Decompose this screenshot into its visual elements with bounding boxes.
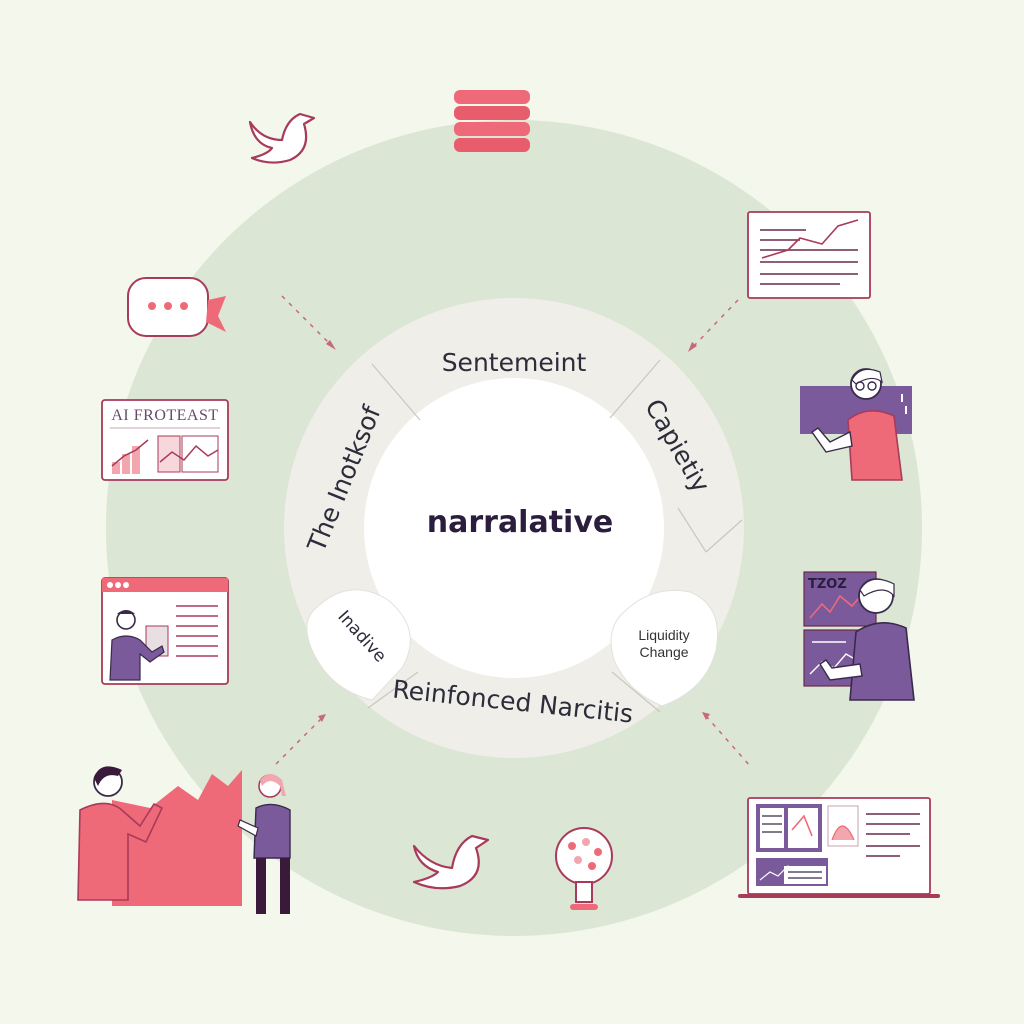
- dashed-arrows: [275, 295, 751, 767]
- person-icon: [109, 610, 165, 681]
- bird-icon: [248, 112, 316, 164]
- presenters-illustration: [77, 766, 291, 914]
- chat-bubble-icon: [127, 277, 226, 337]
- person-icon: [237, 774, 291, 914]
- bubble-left: Inadive: [306, 589, 411, 701]
- coin-stack-icon: [454, 90, 530, 152]
- presenter-board-illustration: [800, 368, 912, 481]
- forecast-card-title: AI FROTEAST: [111, 407, 218, 424]
- laptop-icon: [738, 797, 940, 898]
- chart-card-icon: [747, 211, 871, 299]
- arrow-heads: [318, 340, 710, 722]
- segment-label-top: Sentemeint: [442, 348, 587, 377]
- bubble-right-label-line1: Liquidity: [638, 627, 689, 643]
- center-label: narralative: [427, 505, 614, 540]
- bubble-right-label-line2: Change: [639, 644, 688, 660]
- chart-card-icon: AI FROTEAST: [101, 399, 229, 481]
- lightbulb-icon: [555, 827, 613, 910]
- monitor-presenter-illustration: TZOZ: [803, 571, 915, 701]
- person-icon: [77, 766, 164, 901]
- bird-icon: [412, 834, 490, 890]
- person-icon: [811, 368, 903, 481]
- monitor-text: TZOZ: [808, 577, 847, 592]
- person-icon: [819, 578, 915, 701]
- bubble-right: Liquidity Change: [610, 589, 718, 707]
- browser-card-icon: [101, 577, 229, 685]
